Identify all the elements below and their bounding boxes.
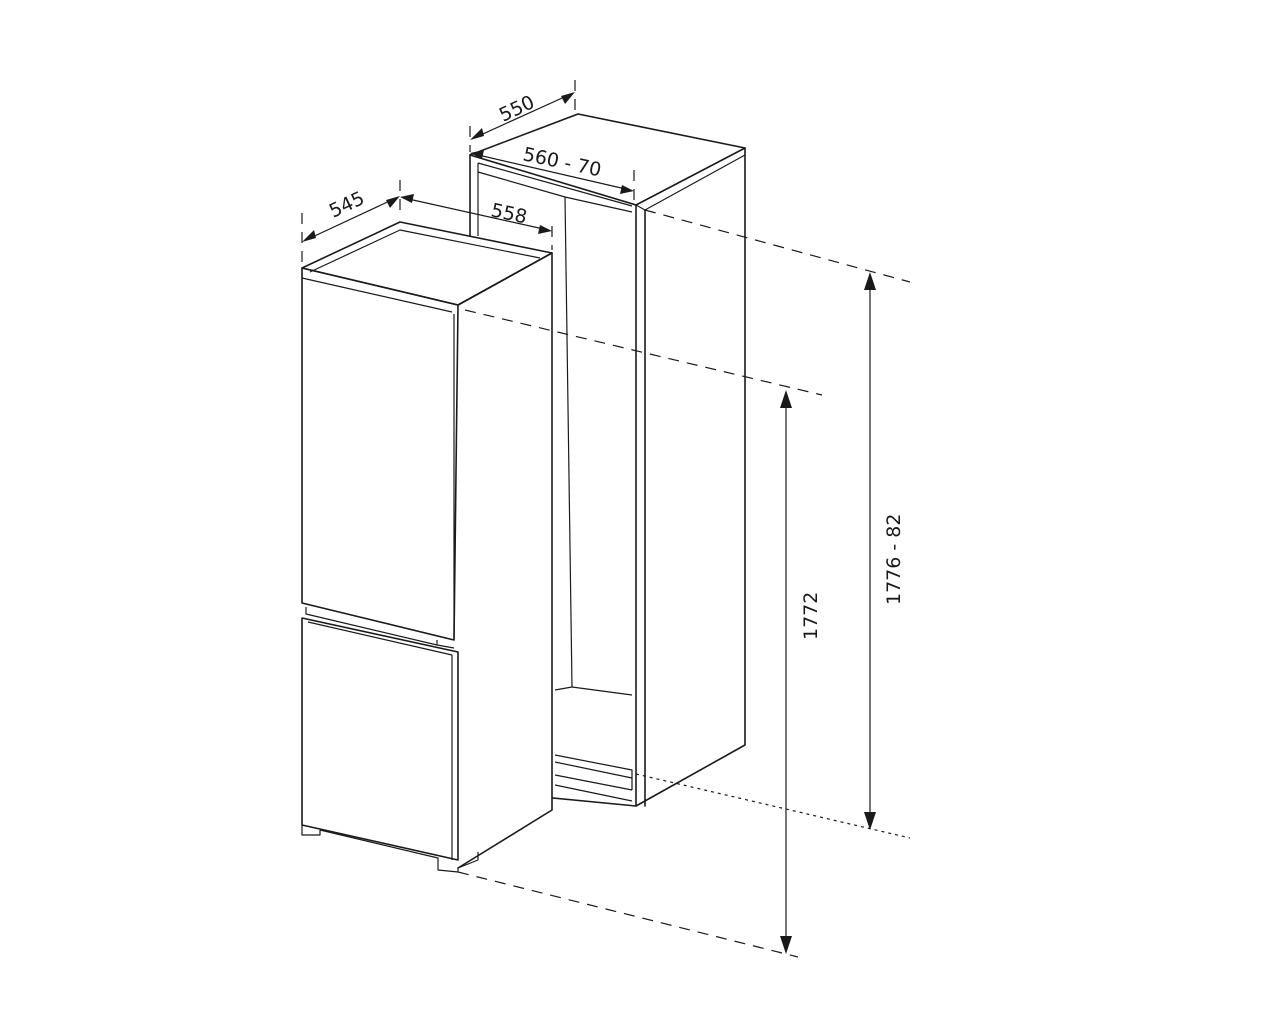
lower-door-top-edge — [307, 621, 453, 656]
label-niche-depth: 550 — [496, 91, 538, 126]
arrow-1776-top — [864, 272, 876, 290]
appliance-top-lip — [309, 229, 541, 273]
lower-door — [301, 617, 459, 861]
niche-inner-top-edge — [477, 162, 633, 207]
arrow-1772-top — [780, 390, 792, 408]
arrow-550-a — [470, 128, 484, 140]
dimension-lines — [302, 92, 876, 954]
rear-foot — [457, 852, 479, 869]
arrow-558-a — [400, 194, 414, 203]
niche-base — [554, 784, 633, 802]
niche-bottom-extension — [635, 773, 911, 839]
label-niche-width: 560 - 70 — [521, 143, 603, 181]
arrow-545-b — [386, 196, 400, 208]
niche-plinth-top — [554, 754, 633, 790]
arrow-550-b — [561, 92, 575, 104]
arrow-558-b — [538, 225, 552, 234]
niche-plinth-line — [554, 761, 633, 779]
niche-top-front-edge — [469, 147, 746, 206]
label-appliance-width: 558 — [489, 199, 529, 228]
upper-door-top-edge — [301, 277, 453, 313]
arrow-1772-bottom — [780, 936, 792, 954]
arrow-560-b — [620, 185, 634, 194]
label-appliance-depth: 545 — [326, 187, 368, 222]
dim-line-550 — [473, 93, 572, 139]
niche-inner-floor-left — [554, 686, 573, 691]
appliance-top-extension — [464, 309, 823, 396]
niche-inner-back-corner — [564, 196, 573, 688]
appliance-side-face — [457, 252, 553, 869]
niche-inner-top — [477, 163, 633, 213]
label-appliance-height: 1772 — [800, 592, 822, 640]
niche-top-panel-thickness — [635, 154, 746, 211]
label-niche-height: 1776 - 82 — [883, 514, 905, 605]
niche-cabinet — [469, 113, 746, 807]
niche-inner-floor-back — [571, 686, 633, 696]
arrow-545-a — [302, 230, 316, 242]
appliance — [301, 221, 553, 873]
dim-line-558 — [403, 197, 549, 231]
dim-line-545 — [305, 197, 397, 241]
appliance-bottom-extension — [457, 871, 799, 958]
front-foot-left — [301, 825, 321, 836]
arrow-560-a — [470, 150, 484, 159]
extension-lines — [301, 80, 911, 958]
dim-line-560-70 — [473, 153, 631, 191]
niche-plinth-bottom — [554, 774, 633, 791]
front-foot-right — [319, 829, 459, 873]
arrow-1776-bottom — [864, 812, 876, 830]
door-gap — [305, 607, 455, 649]
niche-top-extension — [644, 209, 911, 283]
